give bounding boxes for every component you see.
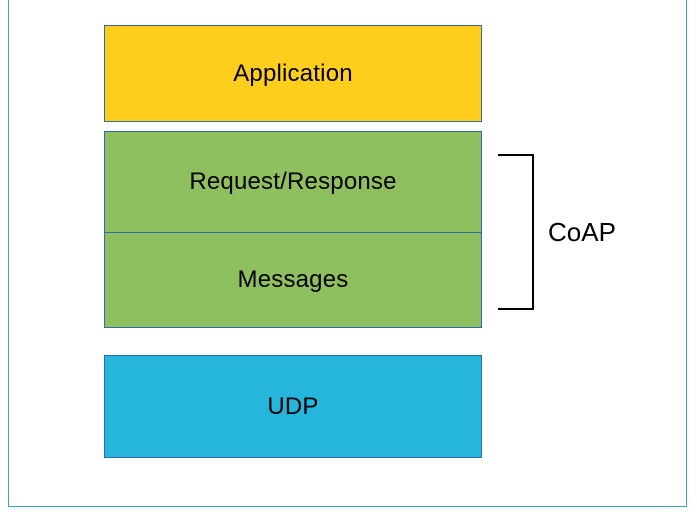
layer-box-request-response: Request/Response <box>104 131 482 233</box>
layer-label-udp: UDP <box>267 392 319 420</box>
layer-label-messages: Messages <box>237 266 349 293</box>
page-border-right <box>686 0 687 507</box>
layer-label-request-response: Request/Response <box>189 168 397 195</box>
layer-box-udp: UDP <box>104 355 482 458</box>
coap-group-label: CoAP <box>548 217 616 247</box>
layer-box-messages: Messages <box>104 232 482 328</box>
coap-group-bracket <box>498 154 534 310</box>
page-border-left <box>8 0 9 507</box>
page-border-bottom <box>8 506 687 507</box>
layer-box-application: Application <box>104 25 482 122</box>
layer-label-application: Application <box>233 59 353 87</box>
